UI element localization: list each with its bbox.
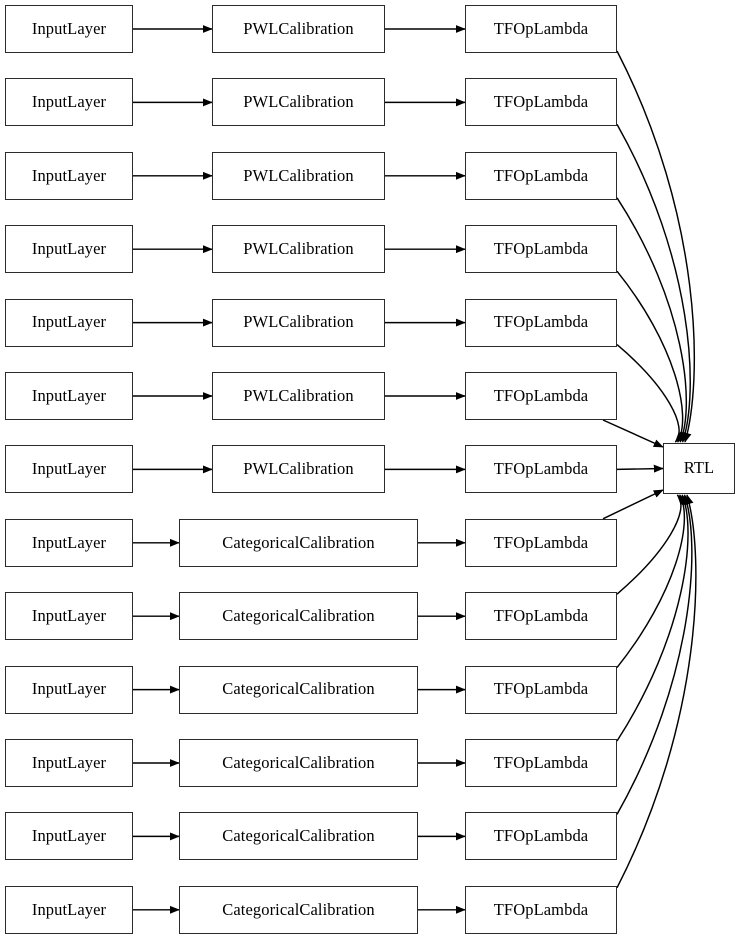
node-pwl-calibration-1-label: PWLCalibration xyxy=(243,18,354,38)
node-tfop-lambda-4-label: TFOpLambda xyxy=(493,238,589,258)
node-input-layer-4-label: InputLayer xyxy=(31,238,107,258)
node-tfop-lambda-8-label: TFOpLambda xyxy=(493,532,589,552)
node-tfop-lambda-4[interactable]: TFOpLambda xyxy=(465,225,617,274)
node-input-layer-13-label: InputLayer xyxy=(31,899,107,919)
node-input-layer-8-label: InputLayer xyxy=(31,532,107,552)
edge-op-to-rtl-3 xyxy=(616,197,688,443)
edge-op-to-rtl-7 xyxy=(616,464,664,473)
node-categorical-calibration-8[interactable]: CategoricalCalibration xyxy=(179,518,418,567)
node-pwl-calibration-2[interactable]: PWLCalibration xyxy=(212,78,385,127)
node-pwl-calibration-1[interactable]: PWLCalibration xyxy=(212,5,385,53)
node-categorical-calibration-10[interactable]: CategoricalCalibration xyxy=(179,665,418,714)
node-pwl-calibration-2-label: PWLCalibration xyxy=(243,92,354,112)
node-input-layer-10[interactable]: InputLayer xyxy=(5,665,133,714)
node-pwl-calibration-6-label: PWLCalibration xyxy=(243,385,354,405)
node-tfop-lambda-1-label: TFOpLambda xyxy=(493,18,589,38)
node-input-layer-6[interactable]: InputLayer xyxy=(5,372,133,420)
node-tfop-lambda-11-label: TFOpLambda xyxy=(493,752,589,772)
node-categorical-calibration-12-label: CategoricalCalibration xyxy=(222,826,375,846)
node-pwl-calibration-5-label: PWLCalibration xyxy=(243,312,354,332)
node-tfop-lambda-7-label: TFOpLambda xyxy=(493,459,589,479)
node-tfop-lambda-5[interactable]: TFOpLambda xyxy=(465,298,617,347)
node-tfop-lambda-10-label: TFOpLambda xyxy=(493,679,589,699)
node-input-layer-3[interactable]: InputLayer xyxy=(5,151,133,200)
node-tfop-lambda-12-label: TFOpLambda xyxy=(493,826,589,846)
node-tfop-lambda-13[interactable]: TFOpLambda xyxy=(465,885,617,934)
node-input-layer-11-label: InputLayer xyxy=(31,752,107,772)
node-tfop-lambda-3[interactable]: TFOpLambda xyxy=(465,151,617,200)
node-categorical-calibration-12[interactable]: CategoricalCalibration xyxy=(179,812,418,861)
node-input-layer-7[interactable]: InputLayer xyxy=(5,445,133,494)
node-categorical-calibration-9-label: CategoricalCalibration xyxy=(222,605,375,625)
node-tfop-lambda-11[interactable]: TFOpLambda xyxy=(465,739,617,787)
node-pwl-calibration-7-label: PWLCalibration xyxy=(243,459,354,479)
node-categorical-calibration-9[interactable]: CategoricalCalibration xyxy=(179,592,418,641)
node-input-layer-2-label: InputLayer xyxy=(31,92,107,112)
node-pwl-calibration-3-label: PWLCalibration xyxy=(243,165,354,185)
node-tfop-lambda-8[interactable]: TFOpLambda xyxy=(465,518,617,567)
node-categorical-calibration-13[interactable]: CategoricalCalibration xyxy=(179,885,418,934)
node-tfop-lambda-7[interactable]: TFOpLambda xyxy=(465,445,617,494)
node-tfop-lambda-10[interactable]: TFOpLambda xyxy=(465,665,617,714)
node-input-layer-5[interactable]: InputLayer xyxy=(5,298,133,347)
node-input-layer-4[interactable]: InputLayer xyxy=(5,225,133,274)
node-rtl-label: RTL xyxy=(683,458,715,478)
node-tfop-lambda-9[interactable]: TFOpLambda xyxy=(465,592,617,641)
node-pwl-calibration-4[interactable]: PWLCalibration xyxy=(212,225,385,274)
node-input-layer-2[interactable]: InputLayer xyxy=(5,78,133,127)
node-categorical-calibration-13-label: CategoricalCalibration xyxy=(222,899,375,919)
edge-op-to-rtl-9 xyxy=(616,494,687,595)
node-input-layer-13[interactable]: InputLayer xyxy=(5,885,133,934)
node-input-layer-11[interactable]: InputLayer xyxy=(5,739,133,787)
node-input-layer-12[interactable]: InputLayer xyxy=(5,812,133,861)
node-pwl-calibration-6[interactable]: PWLCalibration xyxy=(212,372,385,420)
node-categorical-calibration-8-label: CategoricalCalibration xyxy=(222,532,375,552)
node-tfop-lambda-2[interactable]: TFOpLambda xyxy=(465,78,617,127)
edge-op-to-rtl-10 xyxy=(616,494,688,669)
node-tfop-lambda-5-label: TFOpLambda xyxy=(493,312,589,332)
edge-op-to-rtl-8 xyxy=(602,489,664,520)
node-tfop-lambda-6-label: TFOpLambda xyxy=(493,385,589,405)
node-pwl-calibration-7[interactable]: PWLCalibration xyxy=(212,445,385,494)
edge-op-to-rtl-11 xyxy=(616,494,690,742)
node-input-layer-1[interactable]: InputLayer xyxy=(5,5,133,53)
node-input-layer-9[interactable]: InputLayer xyxy=(5,592,133,641)
edge-op-to-rtl-12 xyxy=(616,494,693,815)
edge-op-to-rtl-1 xyxy=(616,50,695,443)
edge-op-to-rtl-4 xyxy=(616,270,686,443)
node-tfop-lambda-12[interactable]: TFOpLambda xyxy=(465,812,617,861)
node-pwl-calibration-3[interactable]: PWLCalibration xyxy=(212,151,385,200)
node-input-layer-3-label: InputLayer xyxy=(31,165,107,185)
node-input-layer-12-label: InputLayer xyxy=(31,826,107,846)
node-input-layer-10-label: InputLayer xyxy=(31,679,107,699)
node-rtl[interactable]: RTL xyxy=(663,443,735,494)
node-pwl-calibration-4-label: PWLCalibration xyxy=(243,238,354,258)
node-tfop-lambda-13-label: TFOpLambda xyxy=(493,899,589,919)
node-input-layer-1-label: InputLayer xyxy=(31,18,107,38)
node-tfop-lambda-1[interactable]: TFOpLambda xyxy=(465,5,617,53)
node-pwl-calibration-5[interactable]: PWLCalibration xyxy=(212,298,385,347)
edge-op-to-rtl-13 xyxy=(616,494,697,889)
node-input-layer-8[interactable]: InputLayer xyxy=(5,518,133,567)
edge-op-to-rtl-6 xyxy=(602,419,664,448)
node-input-layer-5-label: InputLayer xyxy=(31,312,107,332)
node-tfop-lambda-9-label: TFOpLambda xyxy=(493,605,589,625)
edge-op-to-rtl-2 xyxy=(616,124,691,443)
node-categorical-calibration-11[interactable]: CategoricalCalibration xyxy=(179,739,418,787)
node-tfop-lambda-2-label: TFOpLambda xyxy=(493,92,589,112)
node-tfop-lambda-3-label: TFOpLambda xyxy=(493,165,589,185)
node-categorical-calibration-10-label: CategoricalCalibration xyxy=(222,679,375,699)
node-input-layer-7-label: InputLayer xyxy=(31,459,107,479)
node-tfop-lambda-6[interactable]: TFOpLambda xyxy=(465,372,617,420)
node-categorical-calibration-11-label: CategoricalCalibration xyxy=(222,752,375,772)
node-input-layer-9-label: InputLayer xyxy=(31,605,107,625)
node-input-layer-6-label: InputLayer xyxy=(31,385,107,405)
edge-op-to-rtl-5 xyxy=(616,344,685,443)
